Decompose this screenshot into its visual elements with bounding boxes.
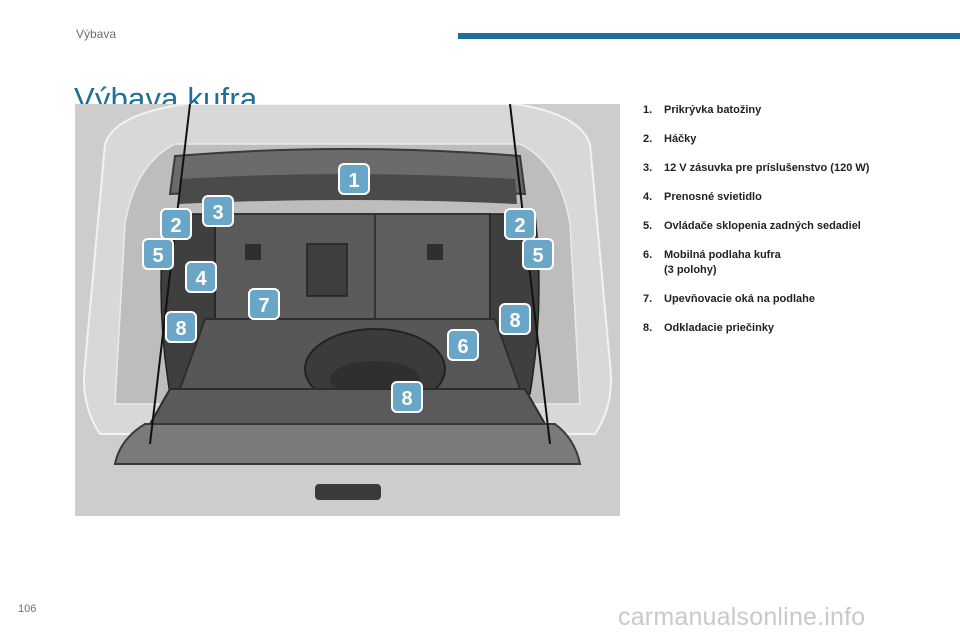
page-number: 106 — [18, 603, 37, 615]
legend-text: Háčky — [664, 133, 697, 145]
watermark: carmanualsonline.info — [618, 603, 866, 631]
legend-number: 7. — [643, 293, 653, 305]
svg-text:8: 8 — [175, 318, 186, 340]
svg-text:2: 2 — [514, 215, 525, 237]
legend-text: Mobilná podlaha kufra — [664, 249, 781, 261]
callout-5-right: 5 — [522, 238, 554, 270]
legend-item: 4. Prenosné svietidlo — [643, 190, 943, 205]
svg-text:8: 8 — [509, 310, 520, 332]
legend-text-block: Mobilná podlaha kufra (3 polohy) — [664, 248, 943, 278]
legend-number: 3. — [643, 162, 653, 174]
callout-8-floor: 8 — [391, 381, 423, 413]
svg-text:5: 5 — [532, 245, 543, 267]
svg-text:5: 5 — [152, 245, 163, 267]
header-rule — [458, 33, 960, 39]
legend-number: 2. — [643, 133, 653, 145]
callout-3: 3 — [202, 195, 234, 227]
svg-text:6: 6 — [457, 336, 468, 358]
legend-text: Prikrývka batožiny — [664, 104, 762, 116]
legend-text: Odkladacie priečinky — [664, 322, 775, 334]
trunk-illustration: 1 2 3 2 5 5 4 7 — [75, 104, 620, 516]
legend-number: 6. — [643, 249, 653, 261]
legend-text: 12 V zásuvka pre príslušenstvo (120 W) — [664, 162, 870, 174]
legend-number: 1. — [643, 104, 653, 116]
legend-number: 8. — [643, 322, 653, 334]
section-label: Výbava — [76, 27, 117, 41]
trunk-drawing: 1 2 3 2 5 5 4 7 — [75, 104, 620, 516]
legend-text: Ovládače sklopenia zadných sedadiel — [664, 220, 861, 232]
svg-text:8: 8 — [401, 388, 412, 410]
callout-7: 7 — [248, 288, 280, 320]
callout-8-right: 8 — [499, 303, 531, 335]
legend-list: 1. Prikrývka batožiny 2. Háčky 3. 12 V z… — [643, 103, 943, 350]
svg-text:3: 3 — [212, 202, 223, 224]
callout-6: 6 — [447, 329, 479, 361]
legend-item: 7. Upevňovacie oká na podlahe — [643, 292, 943, 307]
legend-text: Prenosné svietidlo — [664, 191, 762, 203]
svg-text:4: 4 — [195, 268, 207, 290]
callout-1: 1 — [338, 163, 370, 195]
svg-text:7: 7 — [258, 295, 269, 317]
legend-number: 5. — [643, 220, 653, 232]
legend-item: 8. Odkladacie priečinky — [643, 321, 943, 336]
callout-5-left: 5 — [142, 238, 174, 270]
legend-item: 3. 12 V zásuvka pre príslušenstvo (120 W… — [643, 161, 943, 176]
legend-item: 2. Háčky — [643, 132, 943, 147]
legend-text: Upevňovacie oká na podlahe — [664, 293, 815, 305]
callout-2-left: 2 — [160, 208, 192, 240]
legend-number: 4. — [643, 191, 653, 203]
legend-item: 6. Mobilná podlaha kufra (3 polohy) — [643, 248, 943, 278]
legend-item: 1. Prikrývka batožiny — [643, 103, 943, 118]
svg-text:2: 2 — [170, 215, 181, 237]
callout-2-right: 2 — [504, 208, 536, 240]
legend-text-continuation: (3 polohy) — [664, 264, 717, 276]
svg-text:1: 1 — [348, 170, 359, 192]
legend-item: 5. Ovládače sklopenia zadných sedadiel — [643, 219, 943, 234]
callout-8-left: 8 — [165, 311, 197, 343]
callout-4: 4 — [185, 261, 217, 293]
